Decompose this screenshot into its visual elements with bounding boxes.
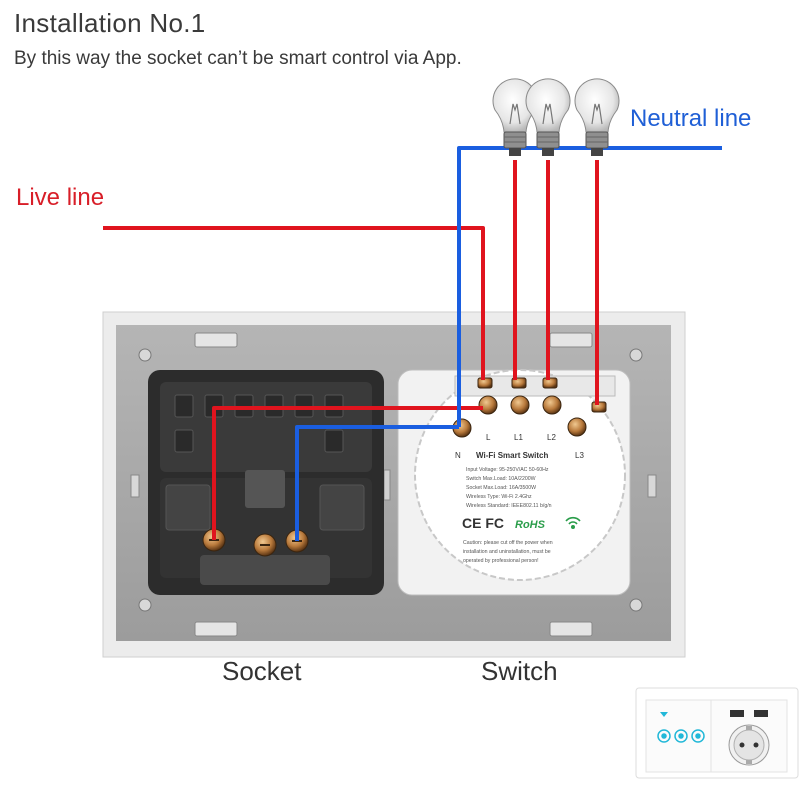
- neutral-line-label: Neutral line: [630, 105, 752, 132]
- caution-line-1: Caution: please cut off the power when: [463, 540, 553, 546]
- live-wire: [103, 226, 485, 380]
- module-name: Wi-Fi Smart Switch: [476, 451, 548, 460]
- terminal-n-label: N: [455, 451, 461, 460]
- spec-wireless-standard: Wireless Standard: IEEE802.11 b/g/n: [466, 503, 552, 509]
- live-line-label: Live line: [16, 184, 105, 211]
- caution-line-3: operated by professional person!: [463, 558, 539, 564]
- terminal-l-label: L: [486, 433, 491, 442]
- terminal-l2-label: L2: [547, 433, 556, 442]
- socket-module: [148, 370, 384, 595]
- caution-line-2: installation and uninstallation, must be: [463, 549, 551, 555]
- terminal-l1-label: L1: [514, 433, 523, 442]
- page-title: Installation No.1: [14, 8, 206, 38]
- page-subtitle: By this way the socket can’t be smart co…: [14, 48, 462, 69]
- spec-switch-load: Switch Max.Load: 10A/2200W: [466, 476, 536, 482]
- neutral-wire: [457, 146, 722, 427]
- neutral-to-socket-wire: [295, 425, 459, 541]
- switch-caption: Switch: [481, 656, 558, 686]
- bulb-icon: [492, 78, 538, 156]
- spec-wireless-type: Wireless Type: Wi-Fi 2.4Ghz: [466, 494, 532, 500]
- usb-port-icon: [730, 710, 768, 717]
- spec-input-voltage: Input Voltage: 95-250V/AC 50-60Hz: [466, 467, 549, 473]
- wifi-icon: [660, 712, 668, 717]
- spec-socket-load: Socket Max.Load: 16A/3500W: [466, 485, 536, 491]
- product-thumbnail: [635, 687, 799, 779]
- wires: [103, 146, 722, 541]
- touch-button-icon: [657, 729, 705, 743]
- socket-caption: Socket: [222, 656, 302, 686]
- live-to-socket-wire: [212, 406, 483, 540]
- bulb-icon: [574, 78, 620, 156]
- terminal-l3-label: L3: [575, 451, 584, 460]
- wifi-icon: [565, 516, 581, 529]
- bulb-icon: [525, 78, 571, 156]
- certification-marks: CE FC: [462, 515, 504, 531]
- rohs-mark: RoHS: [515, 519, 546, 531]
